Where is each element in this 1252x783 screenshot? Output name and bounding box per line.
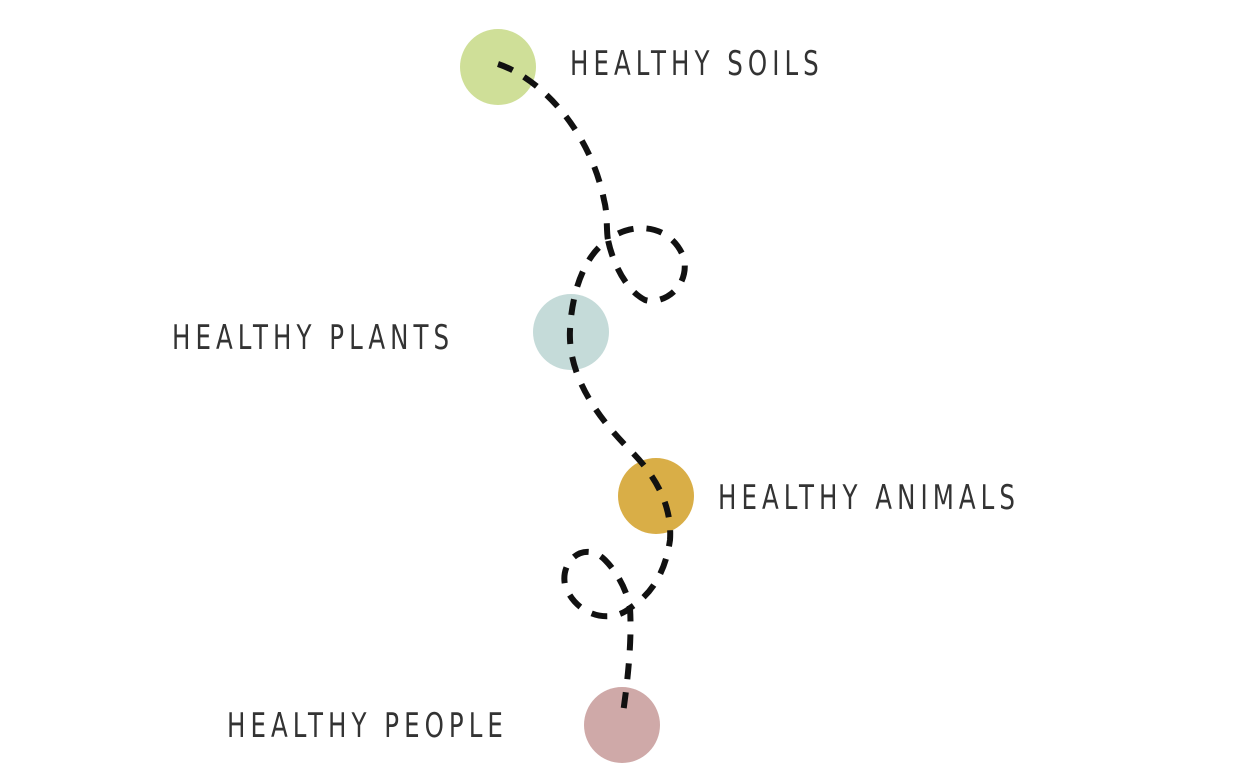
node-circle-animals (618, 458, 694, 534)
label-healthy-soils: Healthy Soils (570, 44, 824, 84)
node-circle-people (584, 687, 660, 763)
dashed-connector-path (497, 61, 688, 721)
label-healthy-plants: Healthy Plants (172, 318, 455, 358)
label-healthy-animals: Healthy Animals (718, 478, 1020, 518)
label-healthy-people: Healthy People (227, 706, 508, 746)
